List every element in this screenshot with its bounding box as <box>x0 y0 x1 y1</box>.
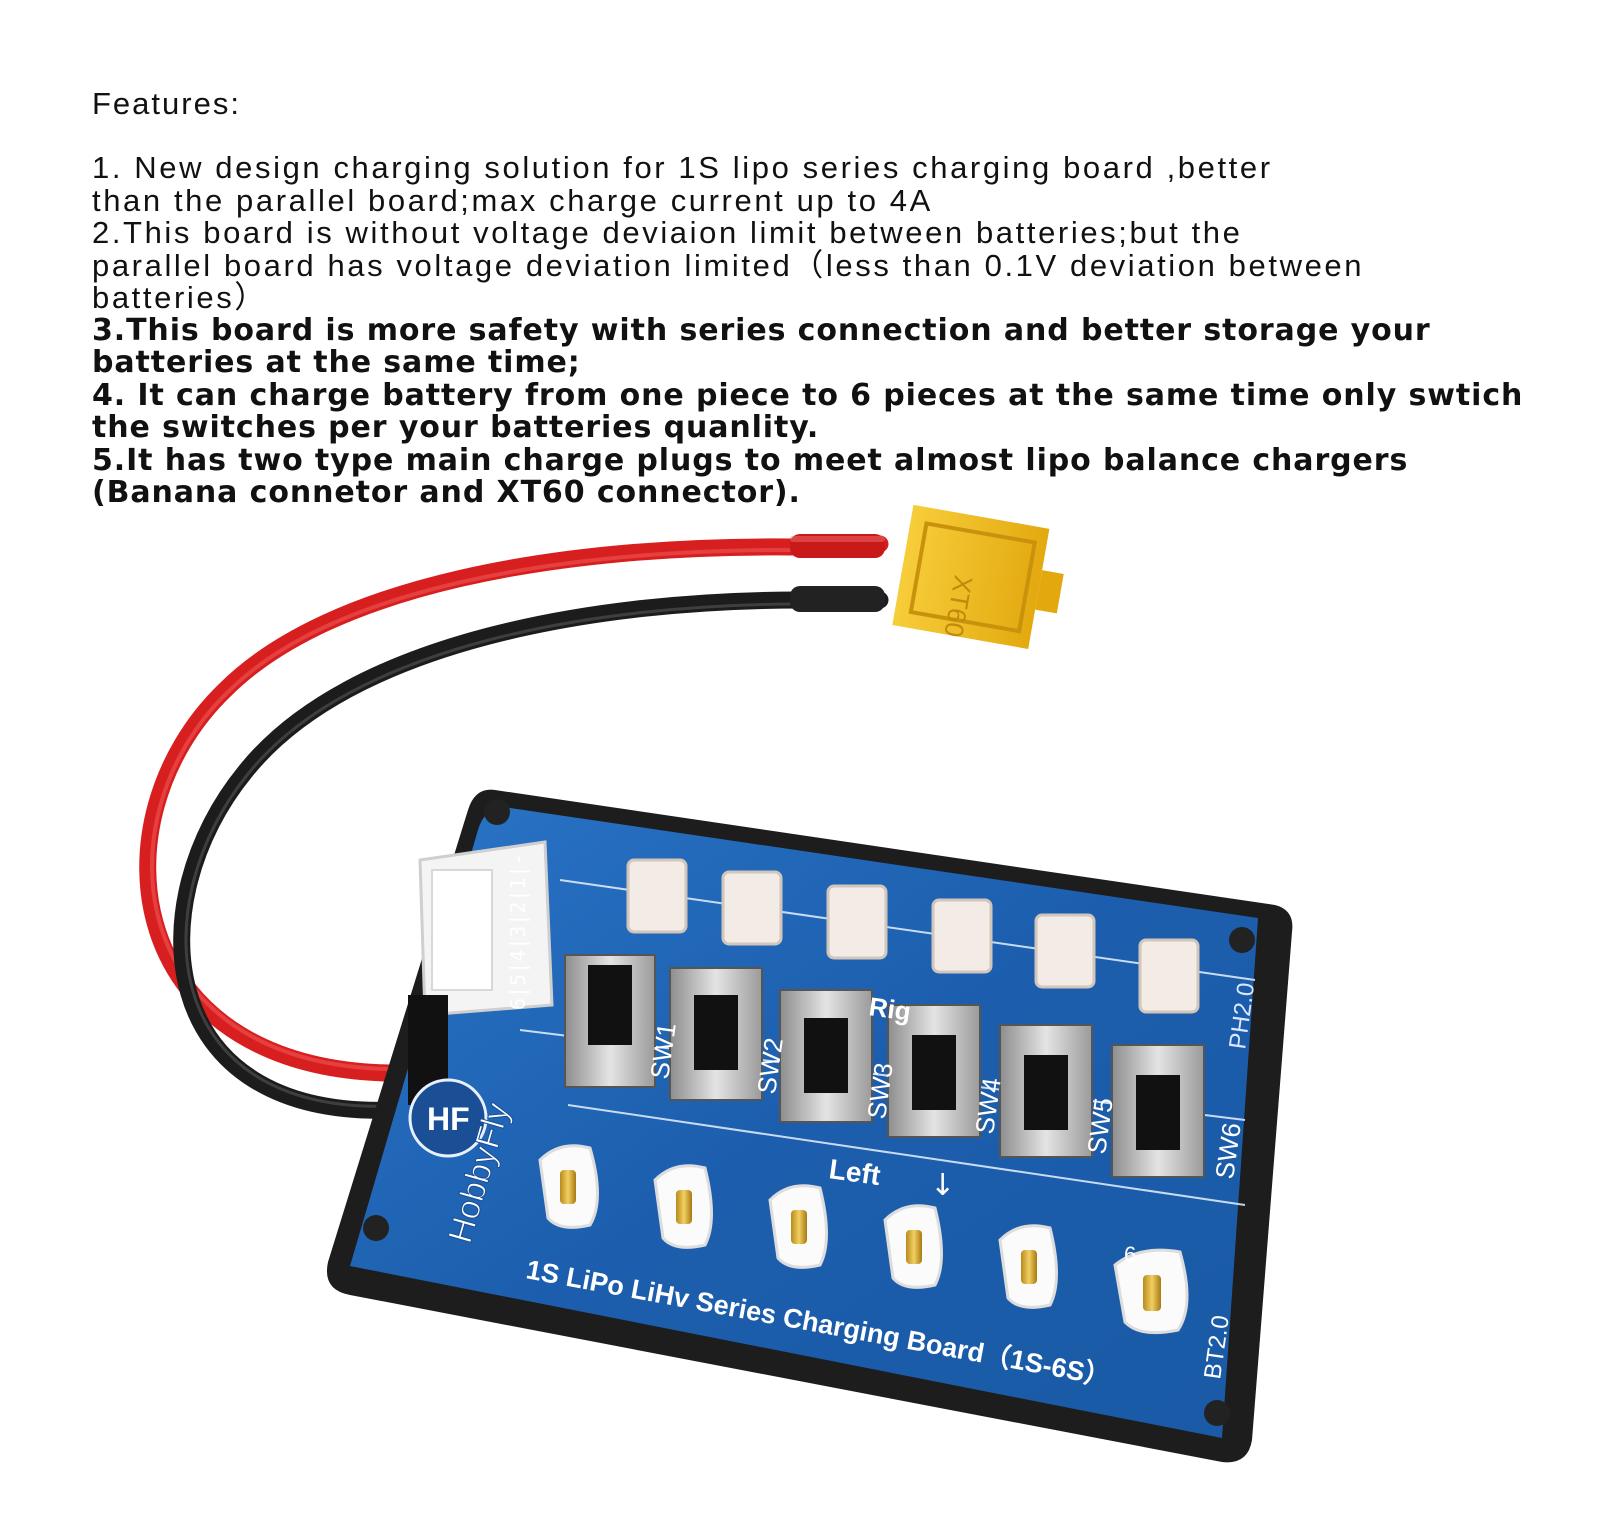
balance-pin-labels: 6|5|4|3|2|1|- <box>506 853 530 1010</box>
black-wire-highlight <box>184 602 802 1108</box>
xt60-connector: XT60 <box>892 504 1064 649</box>
feature-line: parallel board has voltage deviation lim… <box>92 247 1365 283</box>
hobbyfly-logo: HF <box>408 1078 488 1158</box>
bt-number-label: 6 <box>1124 1242 1136 1267</box>
down-arrow-icon: ↓ <box>930 1168 955 1203</box>
feature-line: 4. It can charge battery from one piece … <box>92 377 1524 413</box>
slide-switches <box>564 954 1205 1178</box>
feature-line: the switches per your batteries quanlity… <box>92 410 820 445</box>
feature-line: (Banana connetor and XT60 connector). <box>92 475 801 510</box>
feature-line: batteries at the same time; <box>92 345 581 380</box>
red-wire <box>139 535 889 1082</box>
feature-line: 1. New design charging solution for 1S l… <box>92 150 1273 185</box>
screw-icon <box>363 799 1255 1426</box>
feature-line: 2.This board is without voltage deviaion… <box>92 215 1243 250</box>
feature-line: 3.This board is more safety with series … <box>92 312 1431 348</box>
red-wire-highlight <box>149 548 792 1072</box>
left-label: Left <box>827 1153 882 1191</box>
right-label: Rig <box>867 991 913 1027</box>
black-heatshrink <box>790 586 885 612</box>
feature-line: batteries） <box>92 280 268 315</box>
logo-text: HF <box>427 1101 470 1137</box>
feature-line: 5.It has two type main charge plugs to m… <box>92 442 1409 478</box>
black-wire <box>173 591 889 1119</box>
feature-line: than the parallel board;max charge curre… <box>92 182 933 218</box>
ph2-connectors <box>626 858 1200 1014</box>
features-title: Features: <box>92 86 241 121</box>
features-text-block: Features: 1. New design charging solutio… <box>92 86 1532 510</box>
balance-port: 6|5|4|3|2|1|- <box>408 840 554 1105</box>
bt2-plugs <box>538 1144 1189 1335</box>
